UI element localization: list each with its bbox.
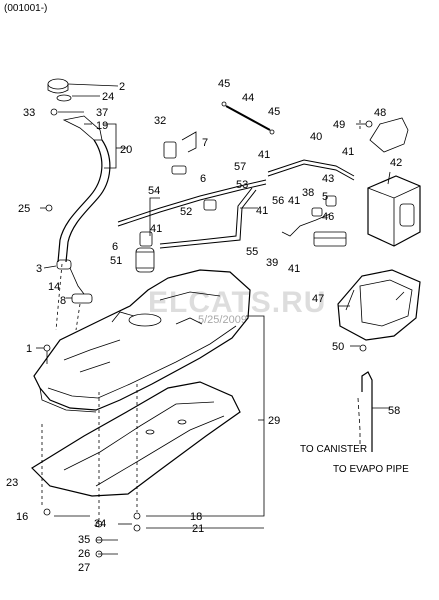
callout-49: 49 bbox=[333, 119, 345, 131]
callout-38: 38 bbox=[302, 187, 314, 199]
fasteners bbox=[43, 101, 373, 558]
callout-54: 54 bbox=[148, 185, 160, 197]
callout-42: 42 bbox=[390, 157, 402, 169]
callout-41e: 41 bbox=[150, 223, 162, 235]
canister-bracket bbox=[337, 269, 421, 341]
callout-37: 37 bbox=[96, 107, 108, 119]
leader-lines bbox=[41, 120, 361, 520]
callout-26: 26 bbox=[78, 548, 90, 560]
callout-53: 53 bbox=[236, 179, 248, 191]
fuel-tank bbox=[33, 269, 251, 413]
watermark: ELCATS.RU bbox=[148, 286, 327, 319]
callout-35: 35 bbox=[78, 534, 90, 546]
filler-neck bbox=[57, 115, 111, 263]
fuel-cap bbox=[47, 78, 72, 102]
callout-41c: 41 bbox=[288, 195, 300, 207]
callout-32: 32 bbox=[154, 115, 166, 127]
callout-20: 20 bbox=[120, 144, 132, 156]
diagram-code: (001001-) bbox=[4, 3, 48, 14]
callout-leaders bbox=[36, 83, 391, 555]
callout-3: 3 bbox=[36, 263, 42, 275]
vapor-separator bbox=[163, 131, 347, 247]
callout-23: 23 bbox=[6, 477, 18, 489]
callout-50: 50 bbox=[332, 341, 344, 353]
callout-46: 46 bbox=[322, 211, 334, 223]
callout-47: 47 bbox=[312, 293, 324, 305]
callout-6b: 6 bbox=[112, 241, 118, 253]
callout-45a: 45 bbox=[218, 78, 230, 90]
vapor-lines bbox=[117, 105, 355, 249]
callout-52: 52 bbox=[180, 206, 192, 218]
callout-41f: 41 bbox=[288, 263, 300, 275]
callout-34: 34 bbox=[94, 518, 106, 530]
callout-33: 33 bbox=[23, 107, 35, 119]
callout-44: 44 bbox=[242, 92, 254, 104]
callout-58: 58 bbox=[388, 405, 400, 417]
note-to-canister: TO CANISTER bbox=[300, 444, 368, 455]
protector-plate bbox=[31, 381, 241, 497]
fuel-filter bbox=[135, 231, 155, 273]
callout-1: 1 bbox=[26, 343, 32, 355]
callout-labels: 2 24 33 37 19 20 25 3 14 8 1 32 7 45 44 … bbox=[6, 78, 402, 574]
callout-41b: 41 bbox=[258, 149, 270, 161]
callout-24: 24 bbox=[102, 91, 114, 103]
callout-41d: 41 bbox=[256, 205, 268, 217]
callout-43: 43 bbox=[322, 173, 334, 185]
callout-27: 27 bbox=[78, 562, 90, 574]
callout-6a: 6 bbox=[200, 173, 206, 185]
callout-16: 16 bbox=[16, 511, 28, 523]
callout-45b: 45 bbox=[268, 106, 280, 118]
callout-21: 21 bbox=[192, 523, 204, 535]
callout-39: 39 bbox=[266, 257, 278, 269]
callout-5: 5 bbox=[322, 191, 328, 203]
callout-8: 8 bbox=[60, 295, 66, 307]
support-bracket bbox=[369, 117, 409, 153]
callout-56: 56 bbox=[272, 195, 284, 207]
callout-51: 51 bbox=[110, 255, 122, 267]
filler-clamps bbox=[56, 259, 93, 304]
watermark-date: 5/25/2009 bbox=[198, 314, 247, 326]
hose-58 bbox=[357, 371, 373, 452]
callout-14: 14 bbox=[48, 281, 60, 293]
callout-48: 48 bbox=[374, 107, 386, 119]
callout-18: 18 bbox=[190, 511, 202, 523]
callout-19: 19 bbox=[96, 120, 108, 132]
callout-57: 57 bbox=[234, 161, 246, 173]
callout-40: 40 bbox=[310, 131, 322, 143]
callout-55: 55 bbox=[246, 246, 258, 258]
callout-29: 29 bbox=[268, 415, 280, 427]
callout-25: 25 bbox=[18, 203, 30, 215]
callout-41a: 41 bbox=[342, 146, 354, 158]
callout-2: 2 bbox=[119, 81, 125, 93]
callout-7: 7 bbox=[202, 137, 208, 149]
canister bbox=[367, 175, 421, 247]
note-to-evapo-pipe: TO EVAPO PIPE bbox=[333, 464, 409, 475]
